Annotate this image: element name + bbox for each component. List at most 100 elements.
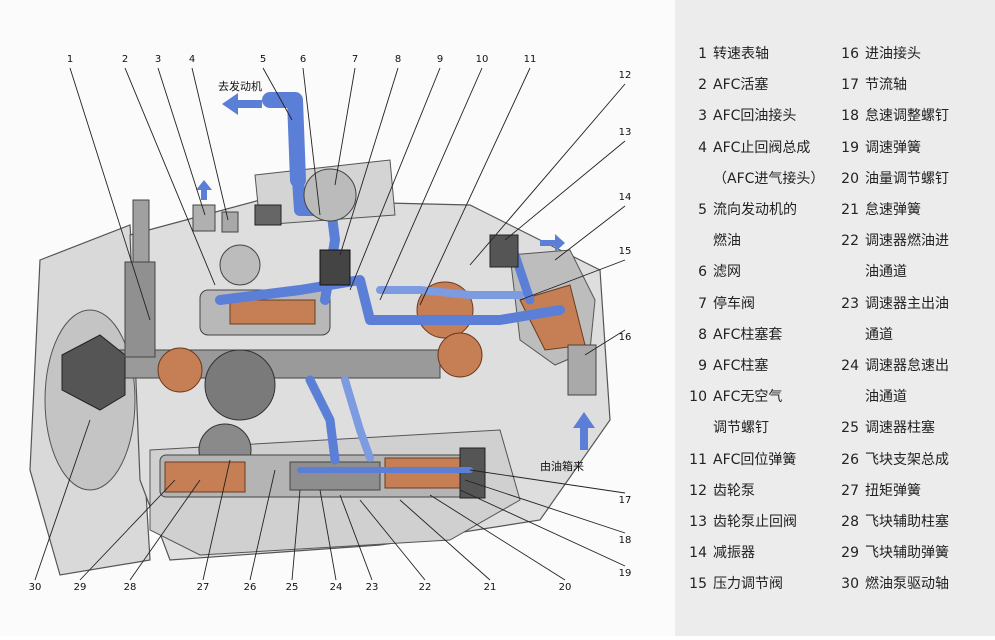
callout-number: 4 xyxy=(189,54,195,65)
callout-line xyxy=(554,205,626,261)
callout-line xyxy=(519,259,626,301)
callout-line xyxy=(359,499,426,581)
legend-text: 怠速调整螺钉 xyxy=(865,108,949,125)
legend-item: 29 飞块辅助弹簧 xyxy=(837,539,949,567)
callout-number: 1 xyxy=(67,54,73,65)
callout-number: 18 xyxy=(619,535,632,546)
governor-plunger xyxy=(289,461,381,491)
arrow-to-engine xyxy=(222,93,262,115)
legend-item: 油通道 xyxy=(837,383,907,411)
tach-shaft-upper xyxy=(132,199,150,266)
legend-text: 减振器 xyxy=(713,545,755,562)
legend-text: 通道 xyxy=(865,326,893,343)
legend-item: 调节螺钉 xyxy=(685,414,769,442)
afc-spring xyxy=(229,299,316,325)
arrow-afc-up xyxy=(196,180,212,200)
arrow-right xyxy=(540,234,565,252)
legend-text: 飞块辅助柱塞 xyxy=(865,514,949,530)
check-valve-13 xyxy=(489,234,519,268)
legend-number: 21 xyxy=(841,202,859,218)
callout-number: 10 xyxy=(476,54,489,65)
legend-number: 18 xyxy=(841,108,859,125)
governor-outlet xyxy=(341,376,374,462)
arrow-from-tank xyxy=(573,412,595,450)
callout-number: 29 xyxy=(74,582,87,593)
legend-item: 28 飞块辅助柱塞 xyxy=(837,508,949,536)
afc-fitting-4 xyxy=(221,211,239,233)
callout-number: 25 xyxy=(286,582,299,593)
legend-number: 3 xyxy=(698,108,707,125)
legend-text: 流向发动机的 xyxy=(713,202,797,218)
coupling-sleeve xyxy=(157,347,203,393)
legend-number: 15 xyxy=(689,576,707,593)
callout-number: 20 xyxy=(559,582,572,593)
callout-line xyxy=(334,67,356,186)
legend-number: 13 xyxy=(689,514,707,530)
filter-screen xyxy=(319,249,351,286)
callout-number: 13 xyxy=(619,127,632,138)
callout-line xyxy=(429,494,566,581)
callout-line xyxy=(34,419,91,581)
callout-line xyxy=(504,140,626,241)
callout-number: 22 xyxy=(419,582,432,593)
legend-number: 1 xyxy=(698,46,707,62)
legend-text: 油量调节螺钉 xyxy=(865,170,949,187)
tach-shaft-lower xyxy=(124,261,156,358)
gear-pump-rotor-2 xyxy=(437,332,483,378)
pressure-passage xyxy=(376,286,524,299)
legend-number: 26 xyxy=(841,451,859,468)
legend-text: AFC柱塞套 xyxy=(713,326,783,343)
callout-number: 19 xyxy=(619,568,632,579)
callout-leader-lines xyxy=(34,67,626,581)
callout-line xyxy=(191,67,229,221)
legend-text: AFC活塞 xyxy=(713,77,769,94)
legend-text: 停车阀 xyxy=(713,295,755,312)
callout-line xyxy=(399,499,491,581)
legend-number: 12 xyxy=(689,482,707,499)
legend-item: 燃油 xyxy=(685,227,741,255)
legend-text: （AFC进气接头） xyxy=(713,170,825,187)
afc-check-valve-body xyxy=(219,244,261,286)
legend-number: 25 xyxy=(841,420,859,437)
legend-text: 燃油泵驱动轴 xyxy=(865,576,949,593)
legend-text: 油通道 xyxy=(865,264,907,281)
legend-text: 飞块辅助弹簧 xyxy=(865,545,949,562)
callout-number: 26 xyxy=(244,582,257,593)
legend-number: 2 xyxy=(698,77,707,94)
callout-number: 28 xyxy=(124,582,137,593)
legend-number: 28 xyxy=(841,514,859,530)
legend-text: 燃油 xyxy=(713,233,741,250)
callout-number: 17 xyxy=(619,495,632,506)
main-fuel-passage xyxy=(215,275,565,325)
arrow-out-label: 去发动机 xyxy=(218,79,262,93)
callout-line xyxy=(69,67,151,321)
legend-number: 29 xyxy=(841,545,859,562)
callout-number: 12 xyxy=(619,70,632,81)
callout-line xyxy=(349,67,441,291)
legend-text: 调速器柱塞 xyxy=(865,420,935,437)
legend-text: 飞块支架总成 xyxy=(865,451,949,468)
legend-number: 16 xyxy=(841,46,859,62)
legend-text: AFC柱塞 xyxy=(713,358,769,374)
callout-number: 23 xyxy=(366,582,379,593)
legend-number: 17 xyxy=(841,77,859,94)
callout-number: 3 xyxy=(155,54,161,65)
legend-number: 9 xyxy=(698,358,707,374)
callout-line xyxy=(79,479,176,581)
